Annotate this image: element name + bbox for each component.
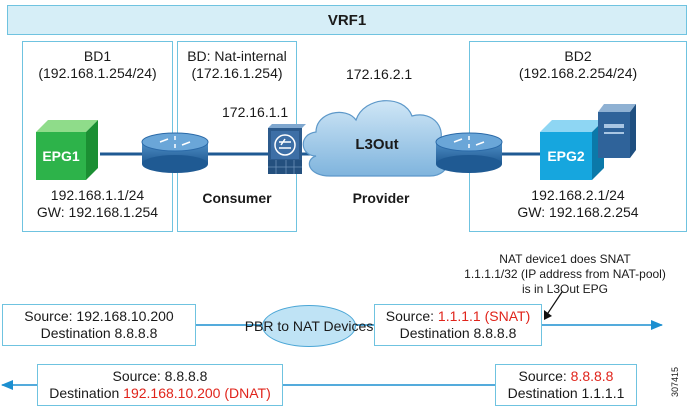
router-1-icon [141, 132, 209, 173]
snat-source-value: 1.1.1.1 (SNAT) [437, 308, 531, 324]
bd2-name: BD2 [564, 48, 592, 64]
l3out-cloud-icon [302, 100, 450, 177]
snat-note-line-1: NAT device1 does SNAT [499, 252, 631, 266]
packet-dnat-destination: Destination 192.168.10.200 (DNAT) [38, 385, 282, 402]
packet-destination: Destination 8.8.8.8 [40, 325, 158, 341]
bd1-name: BD1 [83, 48, 112, 64]
l3out-label: L3Out [355, 136, 399, 153]
packet-reply-destination: Destination 1.1.1.1 [507, 385, 625, 401]
bd2-ip: 192.168.2.1/24 [531, 187, 625, 203]
nat-firewall-icon [268, 124, 306, 174]
vrf-banner: VRF1 [7, 5, 687, 35]
bd1-ip: 192.168.1.1/24 [50, 187, 145, 203]
snat-note-line-3: is in L3Out EPG [521, 282, 609, 296]
epg1-cube [36, 120, 98, 180]
figure-id: 307415 [670, 366, 681, 398]
epg1-label: EPG1 [42, 148, 80, 164]
reply-source-prefix: Source: [518, 368, 571, 384]
snat-note: NAT device1 does SNAT 1.1.1.1/32 (IP add… [447, 252, 683, 297]
figure-id-wrap: 307415 [662, 362, 688, 402]
provider-label: Provider [352, 190, 410, 206]
bd-nat-name: BD: Nat-internal [187, 48, 287, 64]
server-icon [598, 104, 636, 158]
packet-dnat-source: Source: 8.8.8.8 [112, 368, 208, 384]
nat-device-ip: 172.16.1.1 [222, 104, 289, 120]
bd1-subnet: (192.168.1.254/24) [38, 65, 157, 81]
packet-snat-source: Source: 1.1.1.1 (SNAT) [375, 308, 541, 325]
packet-reply-source: Source: 8.8.8.8 [496, 368, 636, 385]
packet-box-dnat: Source: 8.8.8.8 Destination 192.168.10.2… [37, 364, 283, 406]
epg2-label: EPG2 [547, 148, 585, 164]
bd2-subnet: (192.168.2.254/24) [518, 65, 638, 81]
reply-source-value: 8.8.8.8 [570, 368, 614, 384]
router-2-icon [435, 132, 503, 173]
bd2-gateway: GW: 192.168.2.254 [517, 204, 639, 220]
consumer-label: Consumer [202, 190, 272, 206]
dnat-dest-value: 192.168.10.200 (DNAT) [123, 385, 271, 401]
packet-box-reply: Source: 8.8.8.8 Destination 1.1.1.1 [495, 364, 637, 406]
dest-prefix: Destination [49, 385, 124, 401]
source-prefix: Source: [385, 308, 438, 324]
annotation-pointer [545, 291, 563, 317]
pbr-ellipse: PBR to NAT Devices [245, 305, 373, 347]
packet-box-snat: Source: 1.1.1.1 (SNAT) Destination 8.8.8… [374, 304, 542, 346]
bd1-gateway: GW: 192.168.1.254 [36, 204, 159, 220]
packet-box-original: Source: 192.168.10.200 Destination 8.8.8… [2, 304, 196, 346]
packet-snat-destination: Destination 8.8.8.8 [399, 325, 517, 341]
bd-nat-subnet: (172.16.1.254) [191, 65, 283, 81]
snat-note-line-2: 1.1.1.1/32 (IP address from NAT-pool) [464, 267, 666, 281]
vrf-label: VRF1 [327, 11, 367, 29]
l3out-ip: 172.16.2.1 [346, 66, 413, 82]
pbr-label: PBR to NAT Devices [244, 318, 374, 334]
packet-source: Source: 192.168.10.200 [24, 308, 174, 324]
